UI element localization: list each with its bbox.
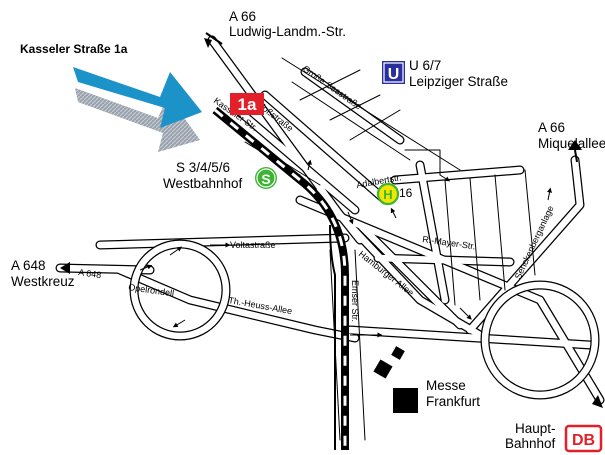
motorway-arrows xyxy=(60,32,603,408)
a648-arrow-icon xyxy=(60,262,70,274)
street-emser: Emser Str. xyxy=(350,280,360,322)
svg-text:H: H xyxy=(383,187,392,202)
sbahn-icon: S xyxy=(255,167,277,189)
ubahn-line: U 6/7 xyxy=(409,58,442,73)
street-a648: A 648 xyxy=(78,267,102,280)
sbahn-line: S 3/4/5/6 xyxy=(176,160,231,175)
a66-north-road: A 66 xyxy=(229,9,257,24)
road-network xyxy=(55,35,605,441)
svg-text:S: S xyxy=(261,171,270,187)
tram-line: 16 xyxy=(399,186,413,200)
direction-arrows xyxy=(139,159,552,338)
ubahn-icon: U xyxy=(382,61,405,84)
a66-north-street: Ludwig-Landm.-Str. xyxy=(229,24,347,39)
a66-east-arrow-icon xyxy=(568,140,582,150)
hbf-line2: Bahnhof xyxy=(505,436,556,451)
db-logo-icon: DB xyxy=(564,424,603,453)
messe-city: Frankfurt xyxy=(426,394,481,409)
messe-name: Messe xyxy=(426,378,466,393)
svg-text:U: U xyxy=(388,66,400,83)
railway xyxy=(212,106,349,450)
a66-east-street: Miquelallee xyxy=(538,136,605,151)
destination-marker: 1a xyxy=(230,93,264,115)
a648-place: Westkreuz xyxy=(11,274,75,289)
street-voltastrasse: Voltastraße xyxy=(230,240,276,250)
tram-stop-icon: H xyxy=(376,182,400,206)
destination-marker-text: 1a xyxy=(238,95,257,114)
street-grosse-see: Große Seestraße xyxy=(301,63,364,111)
a648-road: A 648 xyxy=(11,258,46,273)
messe-icon xyxy=(373,346,418,413)
a66-east-road: A 66 xyxy=(538,120,566,135)
destination-arrow xyxy=(73,67,202,152)
ubahn-station: Leipziger Straße xyxy=(409,74,509,89)
sbahn-station: Westbahnhof xyxy=(163,176,243,191)
hbf-line1: Haupt- xyxy=(515,421,556,436)
hbf-arrow-icon xyxy=(592,395,603,408)
street-mayer: R.-Mayer-Str. xyxy=(422,234,476,251)
destination-caption: Kasseler Straße 1a xyxy=(20,42,128,56)
svg-text:DB: DB xyxy=(572,432,595,449)
